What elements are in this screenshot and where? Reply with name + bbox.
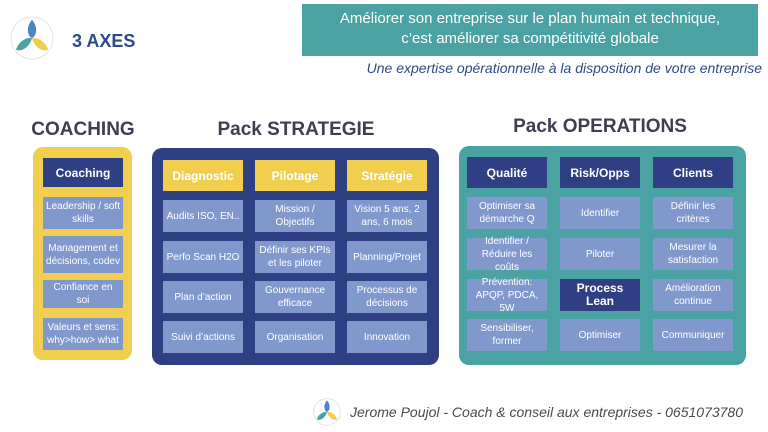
strategie-item: Perfo Scan H2O [163, 241, 243, 273]
strategie-item: Planning/Projet [347, 241, 427, 273]
strategie-item: Audits ISO, EN.. [163, 200, 243, 232]
operations-item: Mesurer la satisfaction [653, 238, 733, 270]
operations-title: Pack OPERATIONS [513, 116, 687, 137]
operations-item: Amélioration continue [653, 279, 733, 311]
strategie-item: Mission / Objectifs [255, 200, 335, 232]
headline-banner: Améliorer son entreprise sur le plan hum… [302, 4, 758, 56]
strategie-header-strategie: Stratégie [347, 160, 427, 191]
tagline: Une expertise opérationnelle à la dispos… [366, 60, 762, 76]
operations-item: Définir les critères [653, 197, 733, 229]
footer-contact: Jerome Poujol - Coach & conseil aux entr… [350, 404, 744, 420]
operations-item: Optimiser [560, 319, 640, 351]
coaching-item: Management et décisions, codev [43, 236, 123, 273]
operations-item-highlight: Process Lean [560, 279, 640, 311]
operations-header-clients: Clients [653, 157, 733, 188]
strategie-item: Gouvernance efficace [255, 281, 335, 313]
coaching-item: Confiance en soi [43, 280, 123, 308]
brand-name: 3 AXES [72, 31, 136, 51]
coaching-header: Coaching [43, 158, 123, 187]
strategie-item: Processus de décisions [347, 281, 427, 313]
operations-item: Piloter [560, 238, 640, 270]
footer-logo-icon [313, 398, 341, 426]
banner-line-2: c’est améliorer sa compétitivité globale [401, 30, 659, 47]
company-logo-icon [10, 16, 54, 60]
strategie-header-pilotage: Pilotage [255, 160, 335, 191]
strategie-item: Définir ses KPIs et les piloter [255, 241, 335, 273]
strategie-item: Vision 5 ans, 2 ans, 6 mois [347, 200, 427, 232]
operations-item: Sensibiliser, former [467, 319, 547, 351]
operations-header-qualite: Qualité [467, 157, 547, 188]
operations-item: Prévention: APQP, PDCA, 5W [467, 277, 547, 314]
operations-item: Identifier [560, 197, 640, 229]
operations-item: Identifier / Réduire les coûts [467, 236, 547, 273]
strategie-header-diagnostic: Diagnostic [163, 160, 243, 191]
strategie-title: Pack STRATEGIE [217, 119, 375, 140]
strategie-item: Organisation [255, 321, 335, 353]
coaching-item: Leadership / soft skills [43, 197, 123, 229]
operations-item: Communiquer [653, 319, 733, 351]
coaching-title: COACHING [31, 119, 135, 140]
operations-item: Optimiser sa démarche Q [467, 197, 547, 229]
banner-line-1: Améliorer son entreprise sur le plan hum… [339, 10, 721, 27]
strategie-item: Innovation [347, 321, 427, 353]
operations-header-risk-opps: Risk/Opps [560, 157, 640, 188]
coaching-item: Valeurs et sens: why>how> what [43, 318, 123, 350]
strategie-item: Plan d’action [163, 281, 243, 313]
strategie-item: Suivi d’actions [163, 321, 243, 353]
